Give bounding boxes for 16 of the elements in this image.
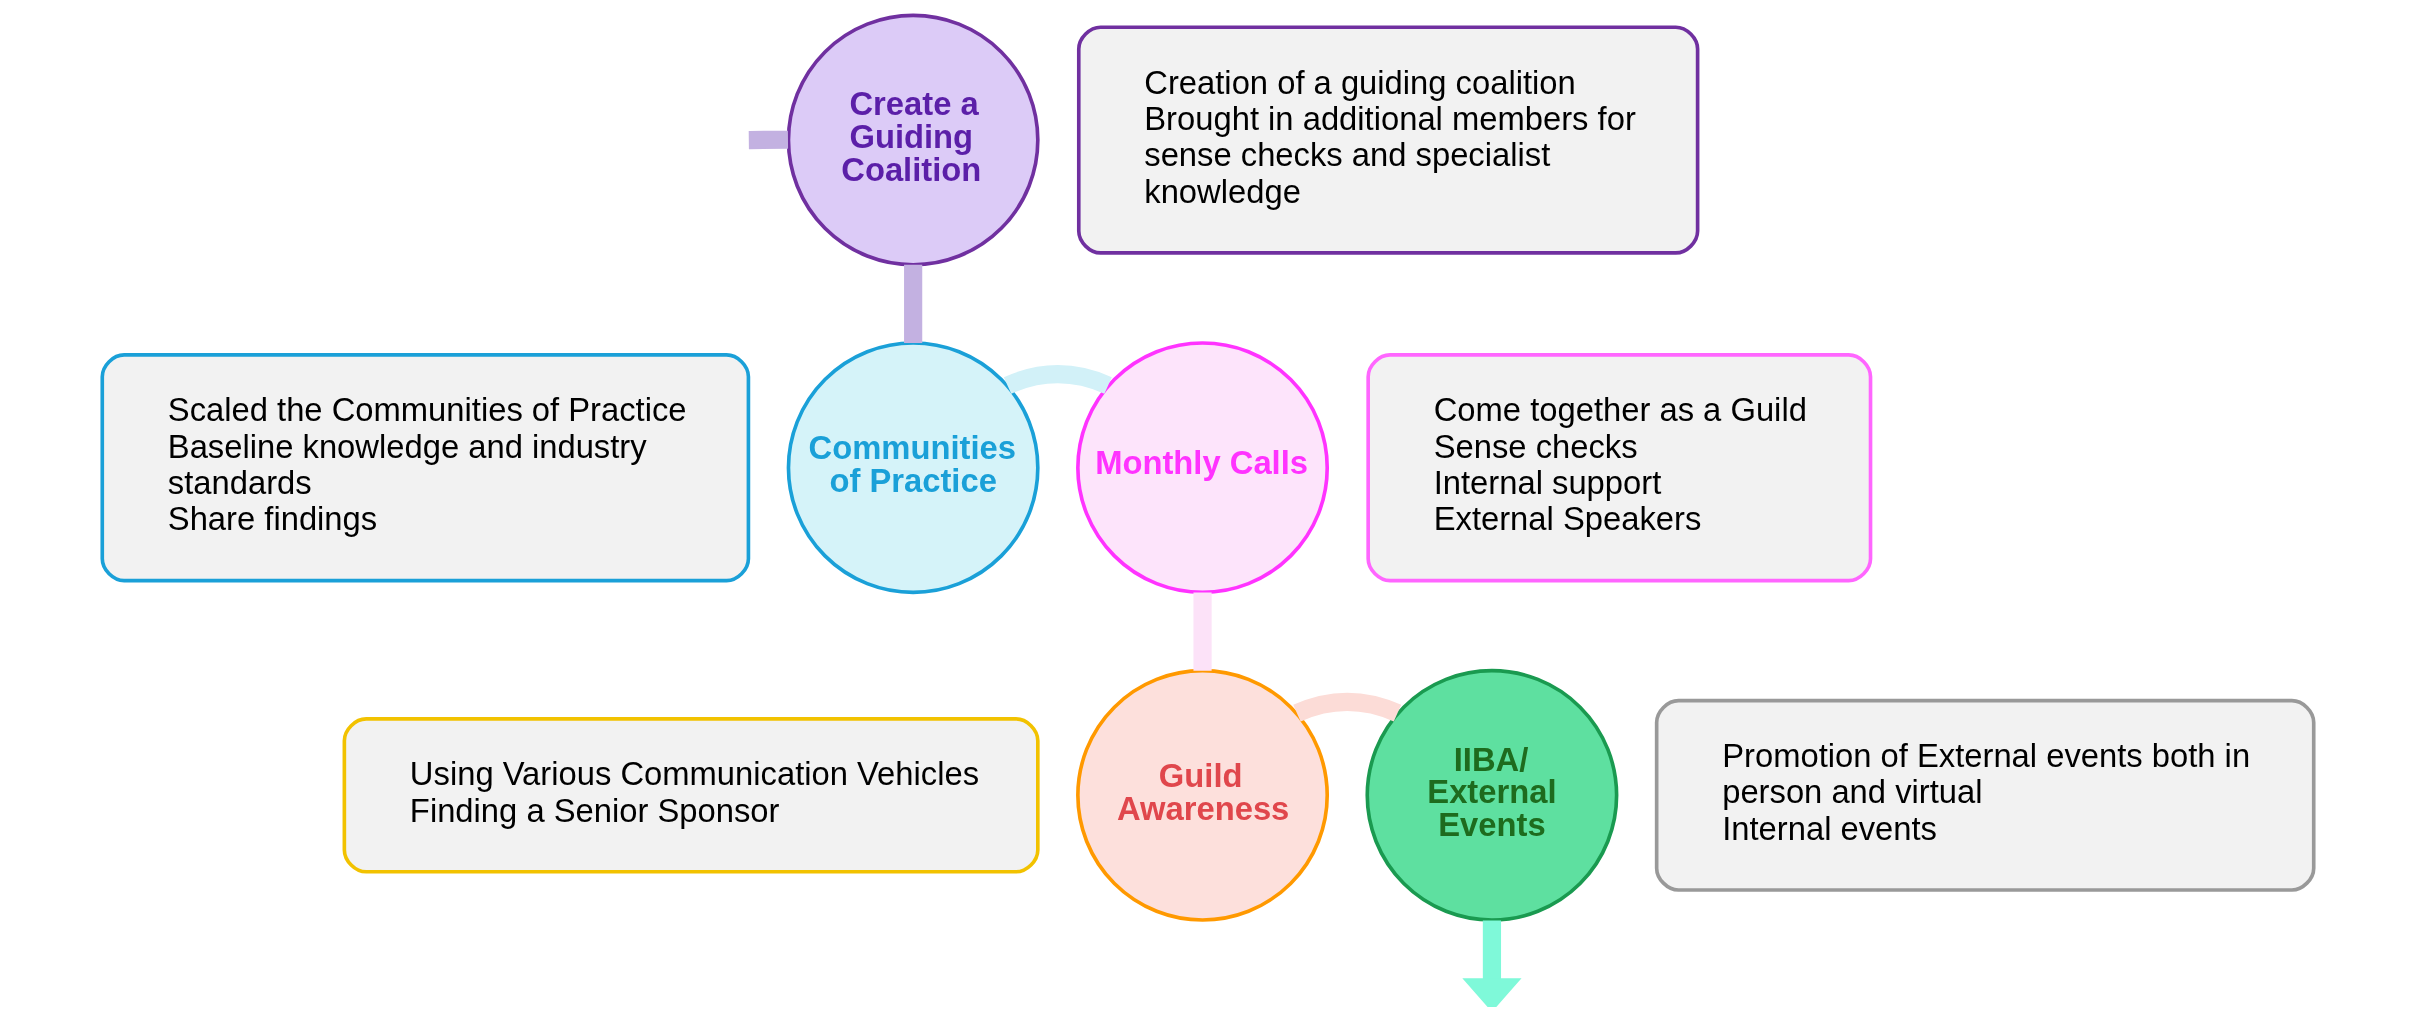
- arrow: [1461, 920, 1522, 1007]
- connector: [903, 264, 922, 344]
- node-circle: Create a Guiding Coalition: [786, 13, 1040, 267]
- node-box: Using Various Communication Vehicles Finding a Senior Sponsor: [342, 717, 1040, 874]
- node-box: Creation of a guiding coalition Brought in additional members for sense checks and specialist knowledge: [1076, 25, 1699, 255]
- node-circle: Monthly Calls: [1075, 341, 1329, 595]
- node-box: Come together as a Guild Sense checks Internal support External Speakers: [1365, 353, 1872, 583]
- node-circle: Guild Awareness: [1075, 668, 1329, 922]
- node-box: Scaled the Communities of Practice Baseline knowledge and industry standards Share findings: [99, 353, 750, 583]
- connector: [1292, 692, 1401, 722]
- connector: [1003, 365, 1112, 394]
- node-circle: Communities of Practice: [786, 341, 1040, 595]
- connector: [1192, 592, 1212, 671]
- node-box: Promotion of External events both in person and virtual Internal events: [1654, 698, 2316, 892]
- connector: [748, 130, 788, 150]
- node-circle: IIBA/ External Events: [1364, 668, 1618, 922]
